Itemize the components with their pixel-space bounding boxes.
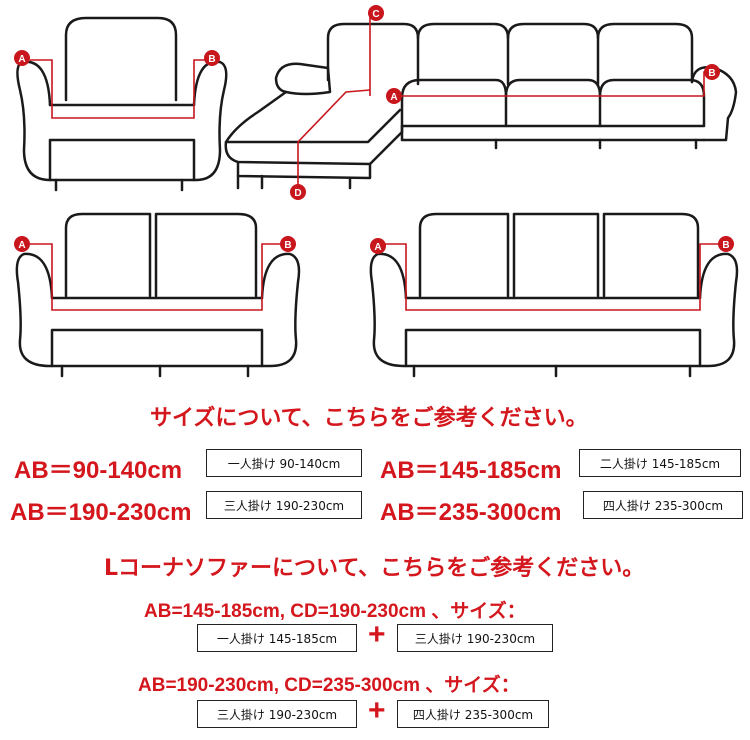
svg-text:B: B [708,68,715,79]
measurement-lines [28,14,724,311]
size-box-2: 二人掛け 145-185cm [579,449,741,477]
lsofa-box-1-left: 一人掛け 145-185cm [197,624,357,652]
svg-text:A: A [374,242,381,253]
size-box-1: 一人掛け 90-140cm [206,449,362,477]
marker-b-three-seat: B [718,236,734,252]
lsofa-box-1-right: 三人掛け 190-230cm [397,624,553,652]
plus-icon: + [368,694,386,727]
marker-c-corner: C [368,5,384,21]
marker-b-two-seat: B [280,236,296,252]
size-formula-2: AB＝145-185cm [380,457,562,484]
marker-b-armchair: B [204,50,220,66]
size-formula-4: AB＝235-300cm [380,499,562,526]
svg-text:A: A [18,54,25,65]
lsofa-box-2-right: 四人掛け 235-300cm [397,700,549,728]
size-formula-1: AB＝90-140cm [14,457,183,484]
svg-text:B: B [722,240,729,251]
marker-d-corner: D [290,184,306,200]
three-seat-sofa-drawing [369,212,739,378]
lsofa-formula-1: AB=145-185cm, CD=190-230cm 、サイズ： [144,601,526,622]
lsofa-heading: Lコーナソファーについて、こちらをご参考ください。 [104,556,645,581]
svg-text:A: A [390,92,397,103]
size-formula-3: AB＝190-230cm [10,499,192,526]
size-box-4: 四人掛け 235-300cm [583,491,743,519]
plus-icon: + [368,618,386,651]
size-box-3: 三人掛け 190-230cm [206,491,362,519]
marker-a-two-seat: A [14,236,30,252]
marker-b-corner: B [704,64,720,80]
corner-sofa-drawing [224,22,738,190]
lsofa-formula-2: AB=190-230cm, CD=235-300cm 、サイズ： [138,675,520,696]
svg-text:B: B [208,54,215,65]
svg-text:C: C [372,9,379,20]
marker-a-armchair: A [14,50,30,66]
marker-a-three-seat: A [370,238,386,254]
marker-a-corner: A [386,88,402,104]
svg-text:A: A [18,240,25,251]
size-heading: サイズについて、こちらをご参考ください。 [150,406,588,431]
armchair-drawing [16,16,228,192]
svg-text:D: D [294,188,301,199]
two-seat-sofa-drawing [15,212,301,378]
svg-text:B: B [284,240,291,251]
lsofa-box-2-left: 三人掛け 190-230cm [197,700,357,728]
